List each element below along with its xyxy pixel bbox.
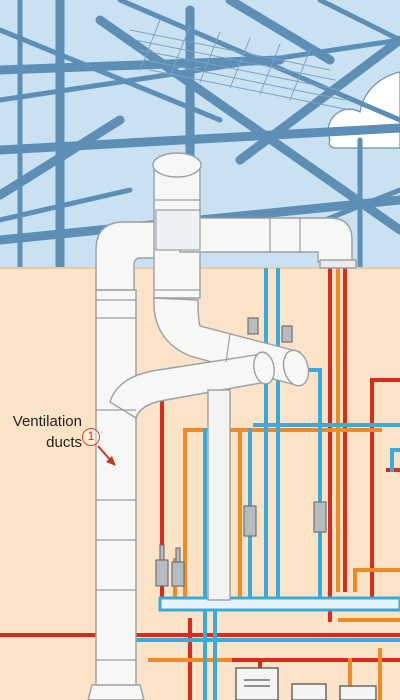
duct-coupling (155, 209, 201, 251)
ventilation-duct-system (87, 152, 357, 700)
service-pipes (0, 268, 400, 700)
label-line-1: Ventilation (12, 413, 82, 430)
label-line-2: ducts (46, 434, 82, 451)
duct-joints (96, 199, 301, 661)
pipe-valves (155, 317, 327, 587)
callout-arrow-icon (97, 445, 116, 466)
control-boxes (235, 667, 377, 700)
callout-number-marker: 1 (82, 428, 100, 446)
ventilation-ducts-label: Ventilation ducts (4, 411, 82, 453)
